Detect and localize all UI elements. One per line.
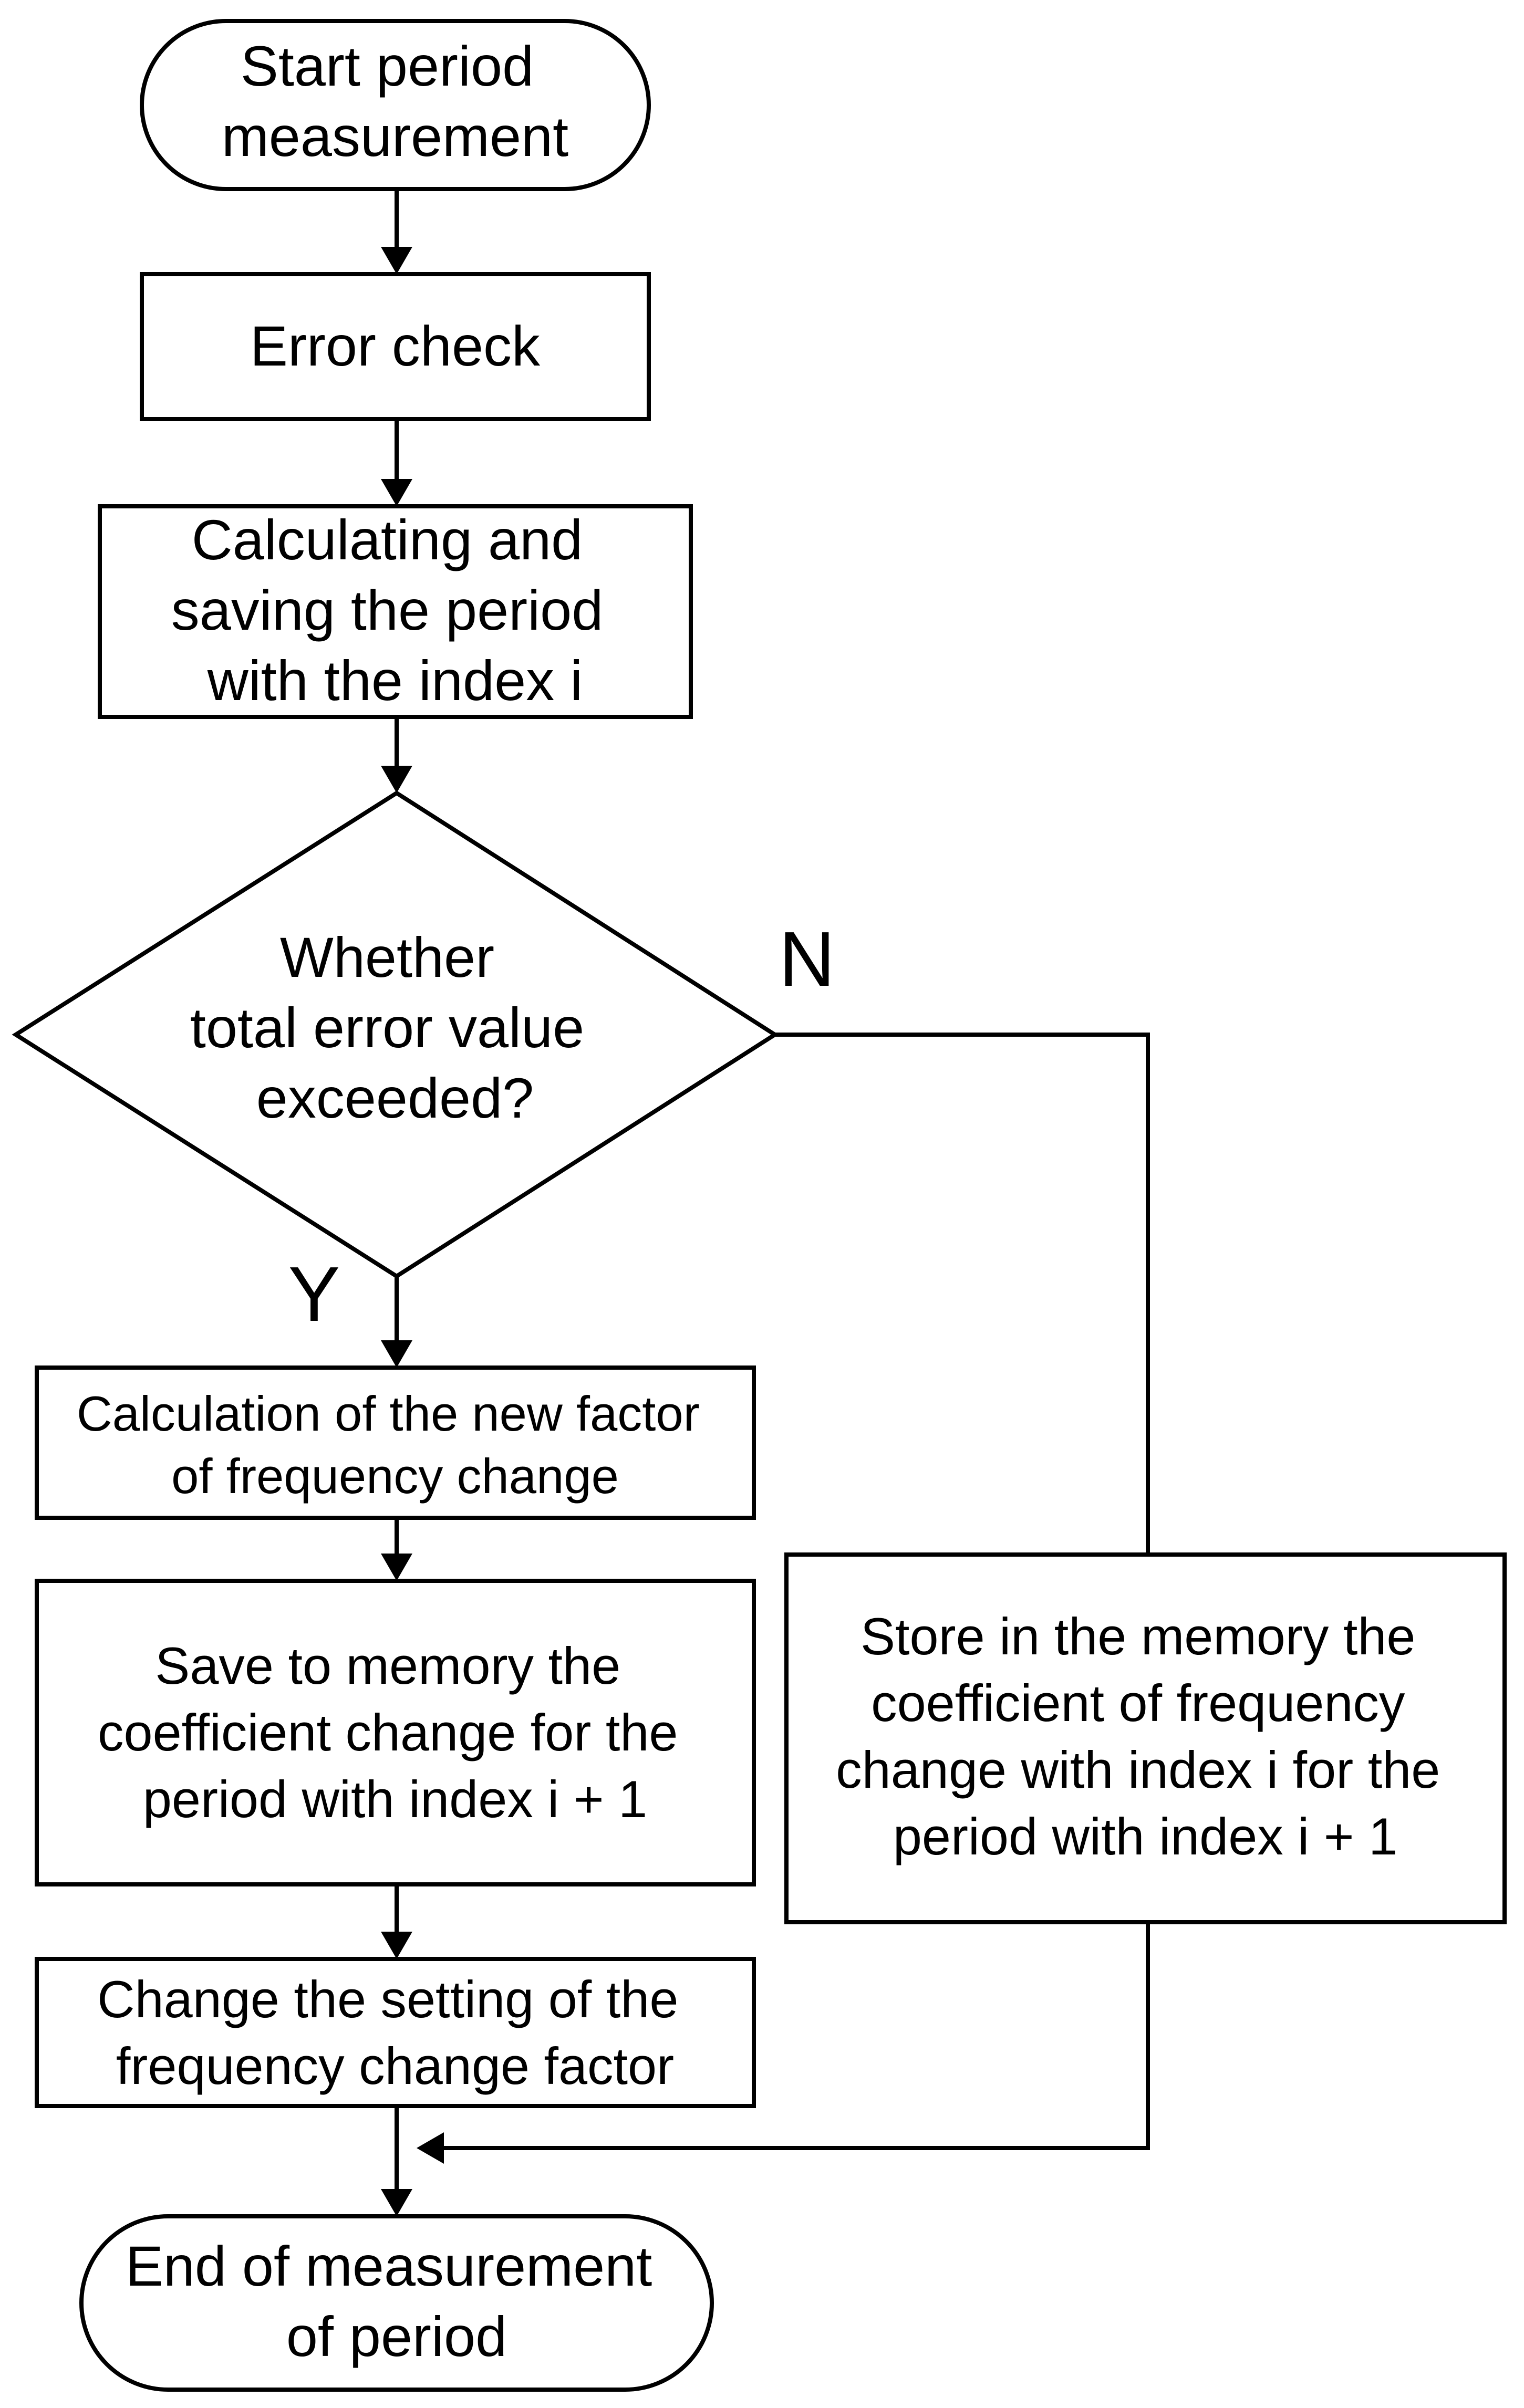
node-text-store-coef: Store in the memory the coefficient of f… [836, 1607, 1455, 1865]
arrowhead-calc-factor [381, 1340, 412, 1368]
arrowhead-merge [417, 2132, 444, 2164]
process-error-check: Error check [140, 272, 651, 421]
arrowhead-error-check [381, 247, 412, 274]
node-text-decision: Whether total error value exceeded? [190, 925, 600, 1130]
node-text-calc-factor: Calculation of the new factor of frequen… [77, 1386, 713, 1504]
node-text-start: Start period measurement [222, 34, 568, 168]
node-text-calc-save: Calculating and saving the period with t… [171, 508, 619, 712]
arrowhead-end [381, 2189, 412, 2216]
connectors [381, 189, 1150, 2216]
process-calc-factor: Calculation of the new factor of frequen… [35, 1365, 756, 1520]
terminal-start: Start period measurement [140, 19, 651, 191]
node-text-change-set: Change the setting of the frequency chan… [97, 1970, 693, 2095]
branch-label-yes: Y [288, 1251, 340, 1338]
arrowhead-calc-save [381, 479, 412, 506]
node-text-end: End of measurement of period [126, 2234, 668, 2368]
terminal-end: End of measurement of period [79, 2214, 714, 2392]
process-store-coef: Store in the memory the coefficient of f… [784, 1552, 1507, 1924]
arrowhead-decision [381, 766, 412, 793]
line-decision-no-to-store-coef [775, 1033, 1150, 1555]
process-change-set: Change the setting of the frequency chan… [35, 1957, 756, 2108]
arrowhead-save-coef [381, 1554, 412, 1581]
node-text-error-check: Error check [250, 314, 541, 378]
arrowhead-change-set [381, 1932, 412, 1959]
process-save-coef: Save to memory the coefficient change fo… [35, 1579, 756, 1886]
line-store-coef-to-merge [444, 1922, 1150, 2150]
decision-total-error: Whether total error value exceeded? [12, 790, 779, 1279]
node-text-save-coef: Save to memory the coefficient change fo… [98, 1636, 692, 1828]
branch-label-no: N [779, 916, 835, 1003]
process-calc-save: Calculating and saving the period with t… [98, 504, 693, 719]
